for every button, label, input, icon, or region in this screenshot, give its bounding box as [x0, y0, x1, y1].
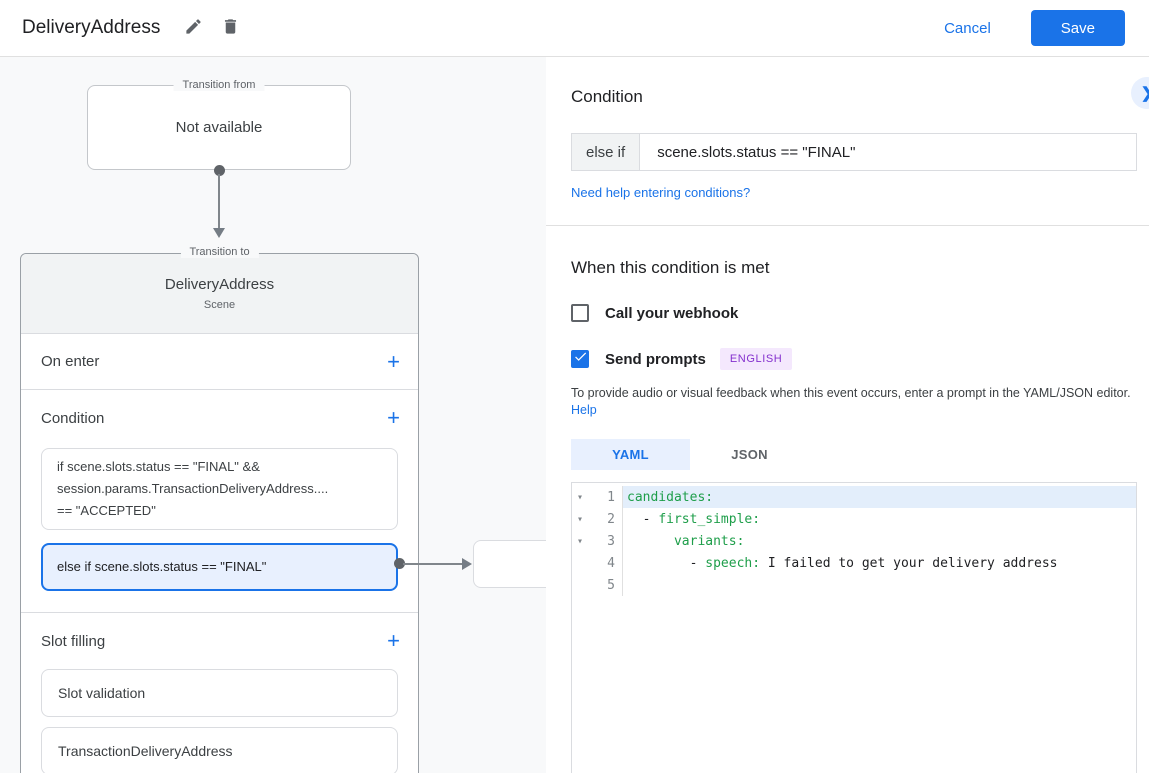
condition-section-header: Condition + — [21, 390, 418, 446]
edit-title-button[interactable] — [180, 13, 207, 43]
code-line[interactable] — [623, 574, 1136, 596]
code-line-active[interactable]: candidates: — [623, 486, 1136, 508]
scene-name: DeliveryAddress — [164, 276, 275, 293]
prompt-description: To provide audio or visual feedback when… — [571, 385, 1137, 419]
line-number: 2 — [607, 511, 615, 527]
editor-gutter: 5 — [572, 574, 623, 596]
editor-line: ▾ 1 candidates: — [572, 486, 1136, 508]
transition-to-node: Transition to DeliveryAddress Scene On e… — [20, 246, 419, 773]
trash-icon — [221, 17, 240, 39]
scene-diagram-canvas: Transition from Not available Transition… — [0, 57, 546, 773]
slot-filling-label: Slot filling — [41, 632, 106, 650]
transition-from-node: Transition from Not available — [87, 79, 351, 170]
transition-from-legend: Transition from — [173, 79, 265, 91]
collapse-panel-button[interactable]: ❯ — [1131, 77, 1149, 109]
code-line[interactable]: - first_simple: — [623, 508, 1136, 530]
section-divider — [546, 225, 1149, 226]
cancel-button[interactable]: Cancel — [944, 19, 991, 37]
code-token: speech: — [705, 555, 761, 571]
tab-yaml[interactable]: YAML — [571, 439, 690, 470]
condition-card-1[interactable]: if scene.slots.status == "FINAL" && sess… — [41, 448, 398, 530]
conditions-help-link[interactable]: Need help entering conditions? — [571, 185, 751, 200]
condition-editor-panel: ❯ Condition else if scene.slots.status =… — [546, 57, 1149, 773]
editor-gutter: ▾ 1 — [572, 486, 623, 508]
transition-to-legend: Transition to — [180, 246, 259, 258]
condition-card-2-selected[interactable]: else if scene.slots.status == "FINAL" — [41, 543, 398, 591]
page-title: DeliveryAddress — [22, 17, 161, 38]
condition-section: Condition + if scene.slots.status == "FI… — [21, 390, 418, 613]
add-condition-button[interactable]: + — [387, 405, 400, 430]
line-number: 5 — [607, 577, 615, 593]
condition-label: Condition — [41, 409, 105, 427]
editor-gutter: ▾ 2 — [572, 508, 623, 530]
editor-line: ▾ 2 - first_simple: — [572, 508, 1136, 530]
checkmark-icon — [573, 349, 588, 369]
slot-filling-section-header: Slot filling + — [21, 613, 418, 669]
condition-card-1-line: session.params.TransactionDeliveryAddres… — [57, 481, 329, 496]
fold-toggle-icon[interactable]: ▾ — [577, 491, 584, 503]
on-enter-section: On enter + — [21, 334, 418, 390]
language-badge: ENGLISH — [719, 348, 793, 370]
editor-format-tabs: YAML JSON — [571, 439, 1137, 470]
condition-card-1-line: if scene.slots.status == "FINAL" && — [57, 459, 260, 474]
connector-line — [218, 174, 220, 228]
transaction-delivery-address-card[interactable]: TransactionDeliveryAddress — [41, 727, 398, 773]
pencil-icon — [184, 17, 203, 39]
condition-expression-field: else if scene.slots.status == "FINAL" — [571, 133, 1137, 171]
when-condition-met-title: When this condition is met — [571, 258, 770, 277]
line-number: 1 — [607, 489, 615, 505]
yaml-code-editor[interactable]: ▾ 1 candidates: ▾ 2 - first_simple: ▾ — [571, 482, 1137, 773]
arrow-right-icon — [462, 558, 472, 570]
add-slot-button[interactable]: + — [387, 628, 400, 653]
scene-card-header: DeliveryAddress Scene — [21, 254, 418, 334]
editor-line: 5 — [572, 574, 1136, 596]
code-line[interactable]: - speech: I failed to get your delivery … — [623, 552, 1136, 574]
fold-toggle-icon[interactable]: ▾ — [577, 535, 584, 547]
condition-card-1-line: == "ACCEPTED" — [57, 503, 156, 518]
editor-gutter: ▾ 3 — [572, 530, 623, 552]
connector-dot — [214, 165, 225, 176]
prompt-help-link[interactable]: Help — [571, 403, 597, 417]
code-token: - — [627, 511, 659, 527]
editor-gutter: 4 — [572, 552, 623, 574]
arrow-down-icon — [213, 228, 225, 238]
webhook-checkbox[interactable] — [571, 304, 589, 322]
code-token: first_simple: — [658, 511, 761, 527]
top-bar: DeliveryAddress Cancel Save — [0, 0, 1149, 57]
add-on-enter-button[interactable]: + — [387, 348, 400, 374]
tab-json[interactable]: JSON — [690, 439, 809, 470]
connector-line — [403, 563, 463, 565]
code-token: - — [627, 555, 706, 571]
transition-from-content: Not available — [175, 119, 263, 136]
code-token: I failed to get your delivery address — [760, 555, 1058, 571]
slot-validation-card[interactable]: Slot validation — [41, 669, 398, 717]
on-enter-label: On enter — [41, 353, 100, 370]
code-token: variants: — [673, 533, 745, 549]
transition-target-node[interactable] — [473, 540, 546, 588]
line-number: 3 — [607, 533, 615, 549]
line-number: 4 — [607, 555, 615, 571]
save-button[interactable]: Save — [1030, 10, 1125, 46]
condition-prefix-label: else if — [572, 134, 641, 170]
connector-dot — [394, 558, 405, 569]
send-prompts-label: Send prompts — [605, 350, 706, 368]
code-token: candidates: — [627, 489, 714, 505]
prompt-description-text: To provide audio or visual feedback when… — [571, 386, 1131, 400]
fold-toggle-icon[interactable]: ▾ — [577, 513, 584, 525]
scene-type-label: Scene — [203, 299, 236, 311]
code-token — [627, 534, 674, 549]
send-prompts-option-row: Send prompts ENGLISH — [571, 348, 1137, 370]
send-prompts-checkbox[interactable] — [571, 350, 589, 368]
panel-title: Condition — [571, 87, 643, 106]
condition-expression-input[interactable]: scene.slots.status == "FINAL" — [657, 143, 856, 161]
webhook-option-row: Call your webhook — [571, 304, 1137, 322]
webhook-label: Call your webhook — [605, 304, 739, 322]
delete-scene-button[interactable] — [217, 13, 244, 43]
code-line[interactable]: variants: — [623, 530, 1136, 552]
editor-line: 4 - speech: I failed to get your deliver… — [572, 552, 1136, 574]
chevron-right-icon: ❯ — [1141, 84, 1149, 102]
editor-line: ▾ 3 variants: — [572, 530, 1136, 552]
